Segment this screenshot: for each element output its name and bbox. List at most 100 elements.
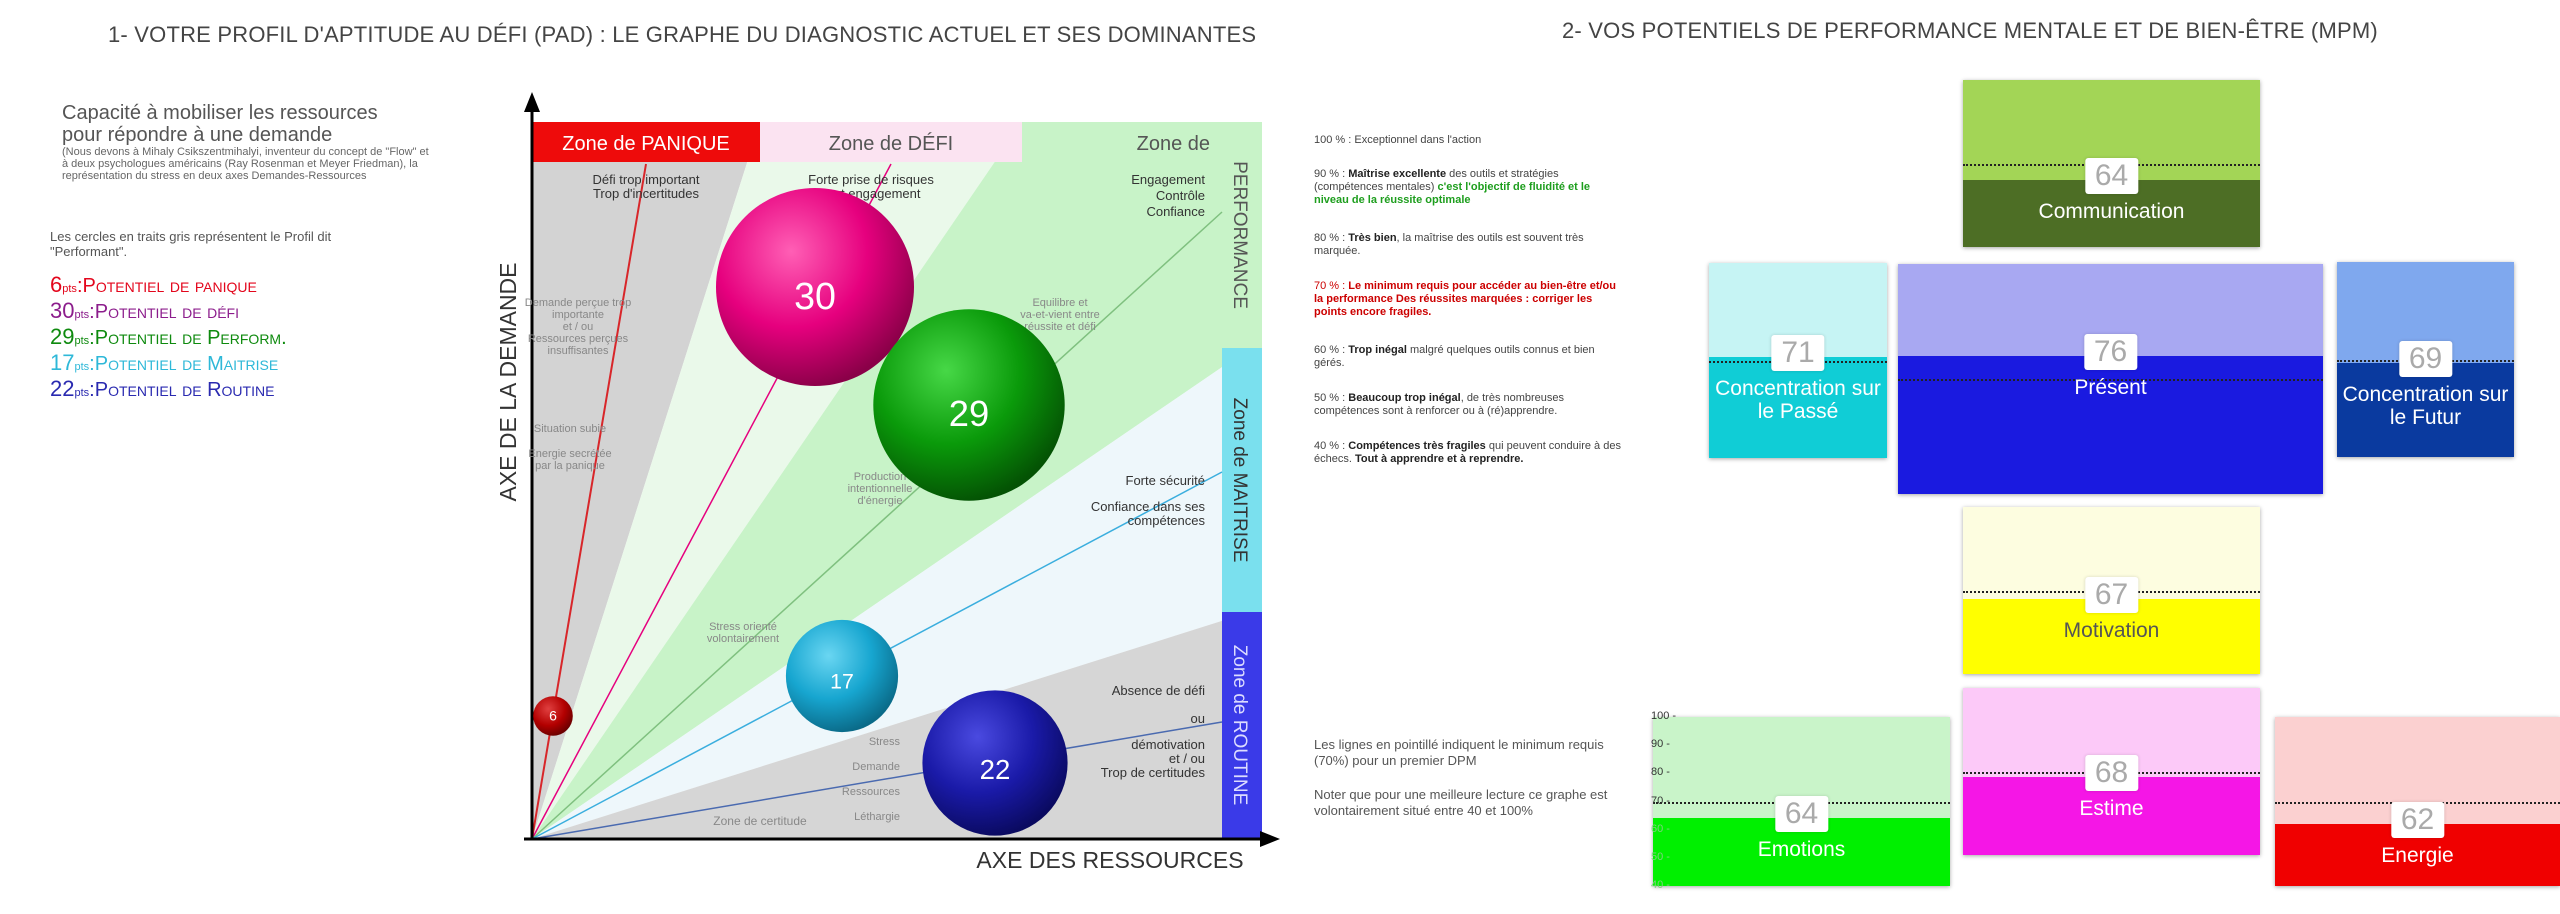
zone-annotation: réussite et défi	[1024, 321, 1096, 333]
section1-title: 1- VOTRE PROFIL D'APTITUDE AU DÉFI (PAD)…	[108, 22, 1257, 47]
scale-text: 100 % :	[1314, 134, 1352, 146]
mpm-score: 71	[1771, 335, 1825, 372]
zone-annotation: démotivation	[1131, 737, 1205, 752]
section2-title: 2- VOS POTENTIELS DE PERFORMANCE MENTALE…	[1562, 18, 2378, 43]
mpm-label: Motivation	[2063, 618, 2160, 642]
pad-chart: Zone de PANIQUE Zone de DÉFI Zone de PER…	[495, 92, 1280, 873]
legend-unit: pts	[62, 283, 77, 295]
scale-text: qui peuvent conduire à des échecs.	[1314, 440, 1621, 465]
scale-text: Maîtrise excellente	[1345, 168, 1447, 180]
mpm-score: 62	[2390, 802, 2445, 839]
zone-annotation: Equilibre et	[1032, 297, 1087, 309]
zone-maitrise-bar	[1222, 348, 1262, 612]
mpm-fill	[2337, 362, 2514, 457]
mpm-fill	[1709, 357, 1887, 458]
bubble-défi	[716, 188, 914, 386]
mpm-y-tick: 70 -	[1651, 794, 1670, 807]
intro-title-line2: pour répondre à une demande	[62, 124, 333, 146]
scale-text: des outils et stratégies (compétences me…	[1314, 168, 1559, 193]
scale-text: malgré quelques outils connus et bien gé…	[1314, 344, 1595, 369]
mpm-y-tick: 90 -	[1651, 738, 1670, 751]
zone-annotation: Absence de défi	[1112, 683, 1205, 698]
zone-performance-bar	[1222, 122, 1262, 348]
scale-text: 70 % :	[1314, 280, 1346, 292]
zone-annotation: Forte prise de risques	[808, 172, 934, 187]
zone-performance-header	[1022, 122, 1222, 162]
zone-annotation: ou	[1191, 711, 1205, 726]
zone-annotation: importante	[552, 309, 604, 321]
intro-note: (Nous devons à Mihaly Csikszentmihalyi, …	[62, 146, 429, 182]
legend-unit: pts	[74, 309, 90, 321]
scale-item: 60 % : Trop inégal malgré quelques outil…	[1314, 344, 1624, 370]
scale-text: , la maîtrise des outils est souvent trè…	[1314, 232, 1584, 257]
legend-label: :Potentiel de Routine	[89, 379, 275, 401]
scale-item: 70 % : Le minimum requis pour accéder au…	[1314, 280, 1624, 319]
zone-performance-area	[532, 122, 1250, 839]
scale-text: , de très nombreuses compétences sont à …	[1314, 392, 1565, 417]
zone-routine-label: Zone de ROUTINE	[1229, 645, 1250, 806]
mpm-threshold-line	[1898, 379, 2323, 381]
mpm-y-axis: 40 -50 -60 -70 -80 -90 -100 -	[1651, 710, 1681, 891]
scale-text: 60 % :	[1314, 344, 1346, 356]
mpm-label: Energie	[2381, 844, 2454, 868]
zone-panique-label: Zone de PANIQUE	[562, 133, 729, 155]
zone-annotation: Confiance	[1146, 204, 1205, 219]
scale-item: 50 % : Beaucoup trop inégal, de très nom…	[1314, 392, 1624, 418]
zone-annotation: Défi trop important	[593, 172, 700, 187]
legend-value: 6	[50, 272, 63, 297]
zone-annotation: Trop de certitudes	[1101, 765, 1206, 780]
note-range: Noter que pour une meilleure lecture ce …	[1314, 787, 1608, 818]
bubble-maitrise	[785, 619, 899, 733]
mpm-score: 69	[2398, 340, 2453, 377]
zone-annotation: intentionnelle	[848, 483, 913, 495]
legend-item: 17pts:Potentiel de Maitrise	[50, 350, 287, 376]
mpm-score: 64	[2084, 158, 2139, 195]
mpm-y-tick: 50 -	[1651, 850, 1670, 863]
zone-annotation: Demande	[852, 761, 900, 773]
scale-item: 80 % : Très bien, la maîtrise des outils…	[1314, 232, 1624, 258]
bubble-value: 6	[549, 707, 557, 723]
ray-performance	[531, 211, 1223, 840]
mpm-label: Communication	[2038, 200, 2185, 224]
scale-text: Le minimum requis pour accéder au bien-ê…	[1314, 280, 1616, 318]
mpm-score: 64	[1774, 796, 1829, 833]
scale-item: 100 % : Exceptionnel dans l'action	[1314, 134, 1624, 147]
note-dotted: Les lignes en pointillé indiquent le min…	[1314, 737, 1604, 768]
scale-text: Exceptionnel dans l'action	[1351, 134, 1482, 146]
bubble-value: 17	[830, 669, 854, 693]
mpm-label: Concentration sur le Passé	[1715, 377, 1881, 424]
mpm-score: 67	[2084, 576, 2139, 613]
legend-value: 29	[50, 324, 75, 349]
mpm-y-tick: 80 -	[1651, 766, 1670, 779]
zone-performance-side-label: PERFORMANCE	[1229, 161, 1250, 309]
scale-text: Trop inégal	[1345, 344, 1407, 356]
zone-maitrise-area	[532, 348, 1250, 839]
zone-annotation: d'énergie	[858, 495, 903, 507]
legend-label: :Potentiel de Maitrise	[89, 353, 279, 375]
zone-annotation: volontairement	[707, 633, 779, 645]
zone-annotation: Engagement	[1131, 172, 1205, 187]
scale-text: 80 % :	[1314, 232, 1346, 244]
scale-text: 40 % :	[1314, 440, 1346, 452]
zone-annotation: Ressources perçues	[528, 333, 629, 345]
y-axis-arrow	[524, 92, 540, 112]
mpm-y-tick: 100 -	[1651, 710, 1677, 722]
bubble-routine	[922, 690, 1068, 836]
zone-annotation: Stress	[869, 736, 901, 748]
mpm-y-tick: 60 -	[1651, 822, 1670, 835]
legend-label: :Potentiel de défi	[89, 301, 239, 323]
bubble-value: 30	[794, 275, 836, 317]
legend-item: 29pts:Potentiel de Perform.	[50, 324, 287, 350]
mpm-score: 76	[2083, 334, 2138, 370]
mpm-score: 68	[2084, 755, 2139, 792]
scale-text: 90 % :	[1314, 168, 1346, 180]
